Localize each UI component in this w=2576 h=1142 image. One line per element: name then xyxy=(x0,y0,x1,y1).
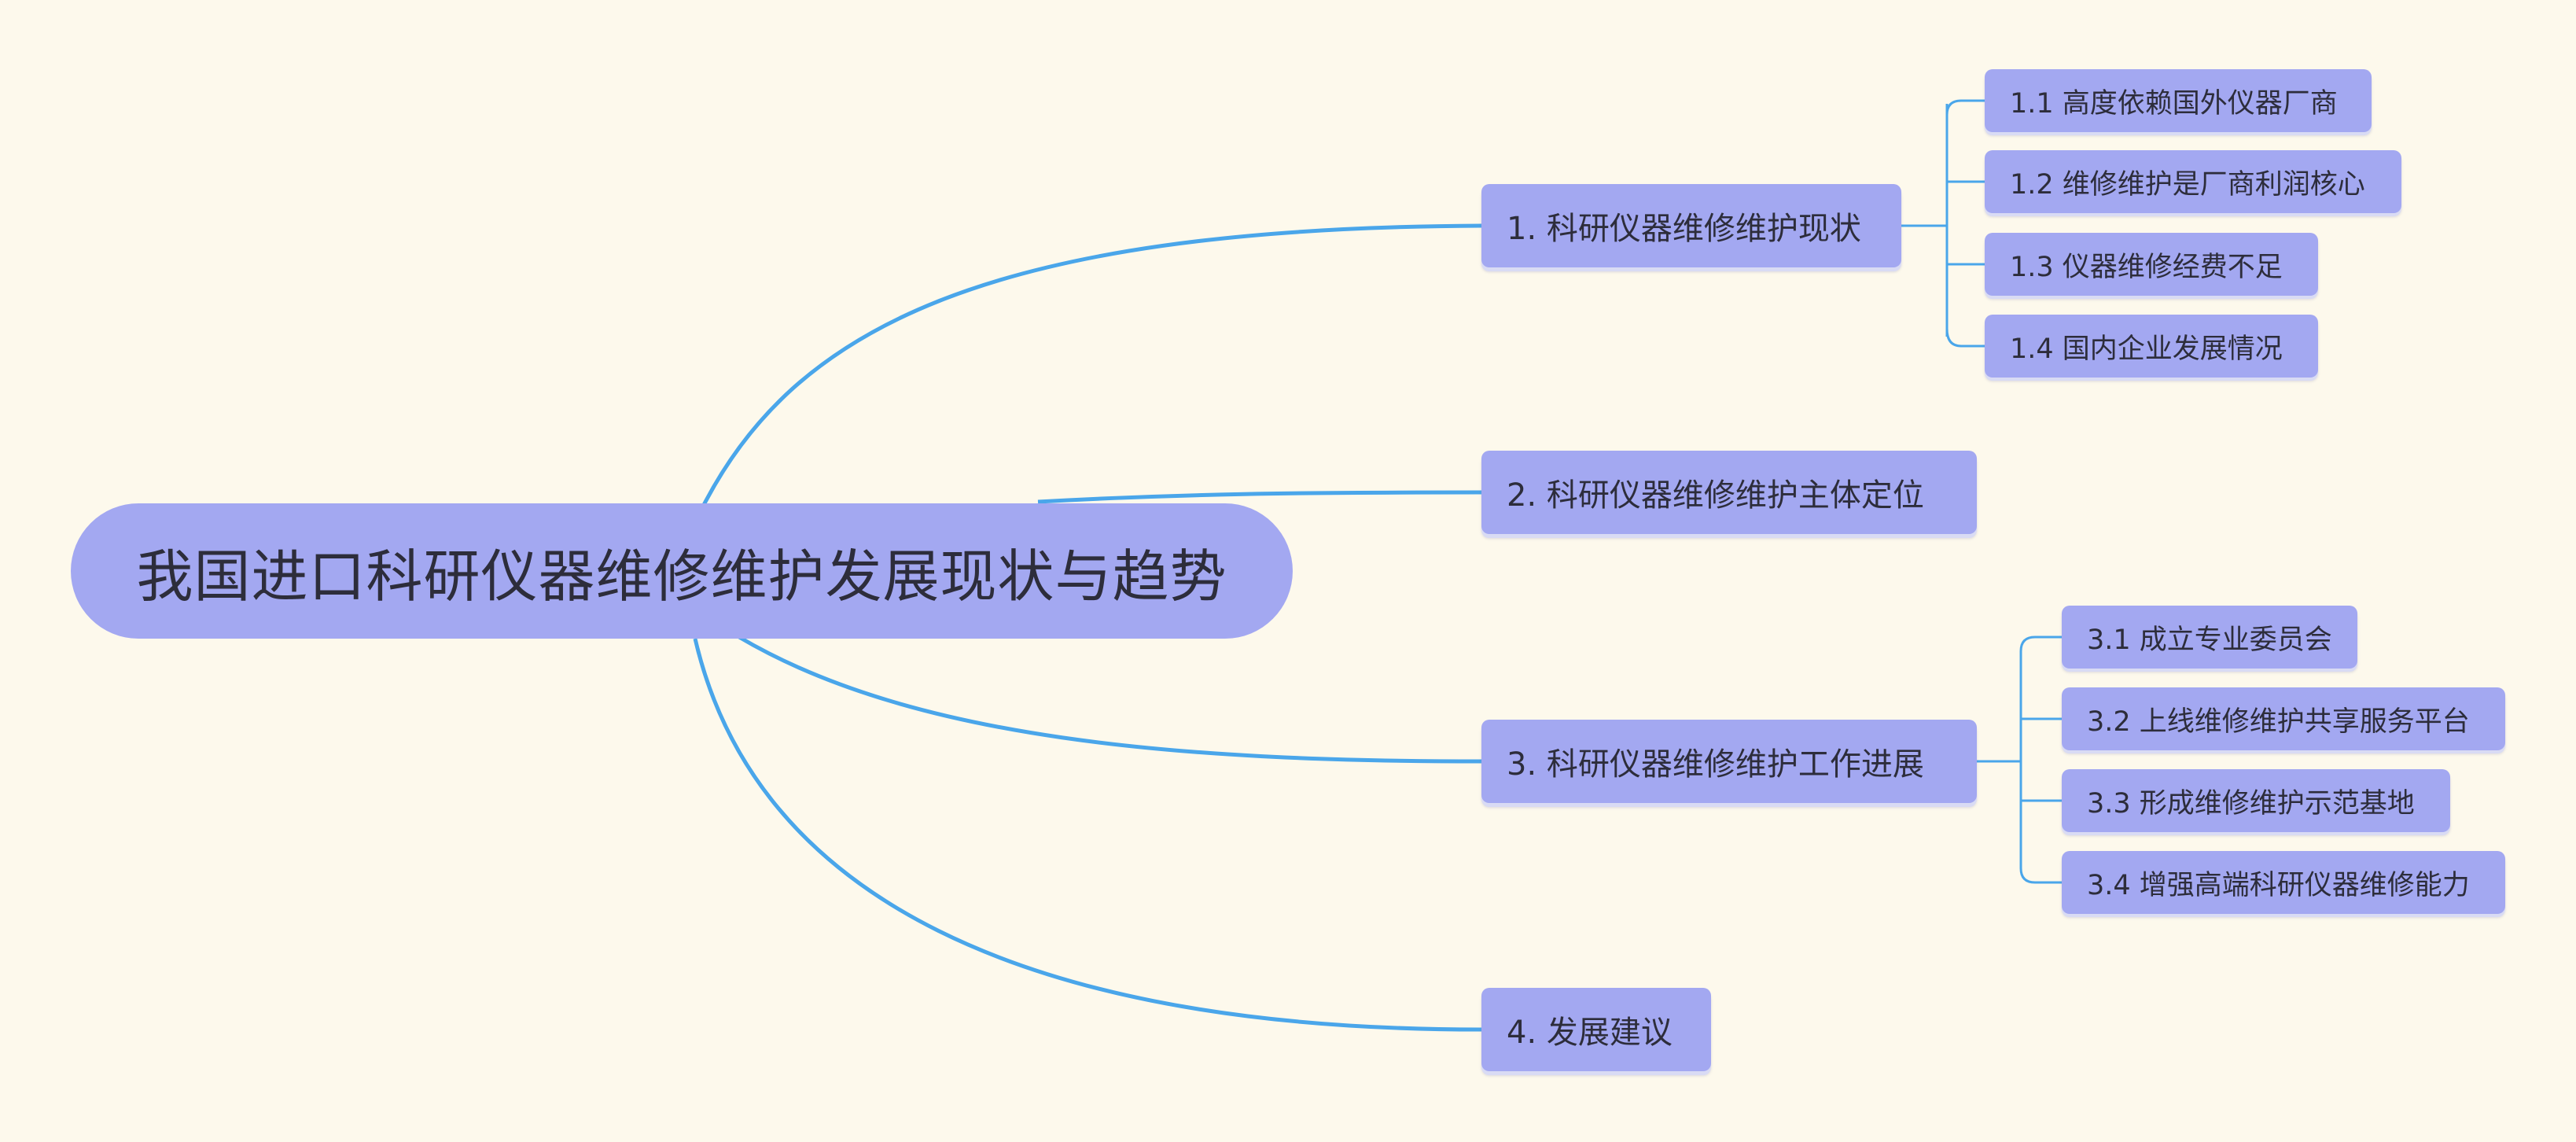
connector-root-branch-1 xyxy=(701,223,1482,507)
subtopic-3-4[interactable]: 3.4 增强高端科研仪器维修能力 xyxy=(2062,851,2505,914)
connector-root-branch-3 xyxy=(738,635,1482,764)
connector-branch-3-bracket xyxy=(1977,635,2062,884)
subtopic-1-1-label: 1.1 高度依赖国外仪器厂商 xyxy=(2010,87,2338,120)
subtopic-3-3[interactable]: 3.3 形成维修维护示范基地 xyxy=(2062,769,2450,832)
subtopic-1-4[interactable]: 1.4 国内企业发展情况 xyxy=(1985,315,2318,378)
subtopic-3-3-label: 3.3 形成维修维护示范基地 xyxy=(2087,787,2415,820)
connector-root-branch-4 xyxy=(693,638,1482,1032)
branch-topic-1[interactable]: 1. 科研仪器维修维护现状 xyxy=(1481,184,1901,267)
branch-topic-3-label: 3. 科研仪器维修维护工作进展 xyxy=(1507,746,1924,783)
branch-topic-1-label: 1. 科研仪器维修维护现状 xyxy=(1507,211,1861,247)
subtopic-1-3[interactable]: 1.3 仪器维修经费不足 xyxy=(1985,233,2318,296)
branch-topic-4[interactable]: 4. 发展建议 xyxy=(1481,988,1711,1071)
branch-topic-3[interactable]: 3. 科研仪器维修维护工作进展 xyxy=(1481,720,1977,803)
branch-topic-2-label: 2. 科研仪器维修维护主体定位 xyxy=(1507,477,1924,514)
subtopic-3-1-label: 3.1 成立专业委员会 xyxy=(2087,624,2332,656)
connector-branch-1-bracket xyxy=(1901,99,1985,348)
subtopic-3-2[interactable]: 3.2 上线维修维护共享服务平台 xyxy=(2062,687,2505,750)
connector-root-branch-2 xyxy=(1037,490,1482,504)
subtopic-3-4-label: 3.4 增强高端科研仪器维修能力 xyxy=(2087,869,2470,901)
subtopic-3-2-label: 3.2 上线维修维护共享服务平台 xyxy=(2087,705,2470,738)
root-topic-label: 我国进口科研仪器维修维护发展现状与趋势 xyxy=(136,543,1227,610)
branch-topic-4-label: 4. 发展建议 xyxy=(1507,1015,1673,1051)
subtopic-1-3-label: 1.3 仪器维修经费不足 xyxy=(2010,251,2283,283)
subtopic-3-1[interactable]: 3.1 成立专业委员会 xyxy=(2062,606,2357,669)
subtopic-1-2[interactable]: 1.2 维修维护是厂商利润核心 xyxy=(1985,150,2401,213)
subtopic-1-1[interactable]: 1.1 高度依赖国外仪器厂商 xyxy=(1985,69,2372,132)
root-topic[interactable]: 我国进口科研仪器维修维护发展现状与趋势 xyxy=(71,503,1293,639)
subtopic-1-4-label: 1.4 国内企业发展情况 xyxy=(2010,333,2283,365)
subtopic-1-2-label: 1.2 维修维护是厂商利润核心 xyxy=(2010,168,2365,201)
branch-topic-2[interactable]: 2. 科研仪器维修维护主体定位 xyxy=(1481,451,1977,534)
